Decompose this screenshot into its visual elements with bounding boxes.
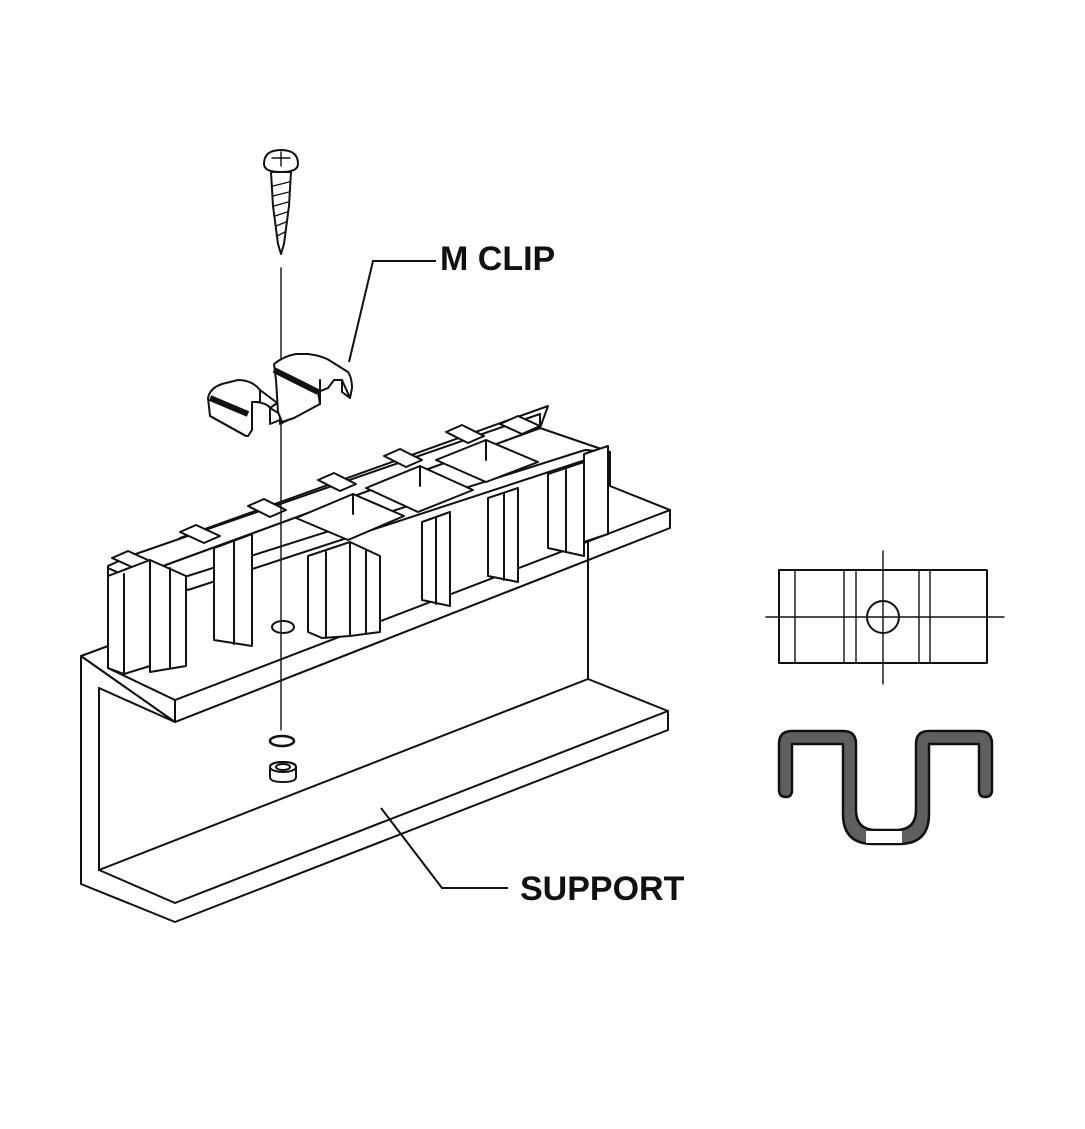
grating-posts: [107, 445, 609, 675]
nut: [269, 761, 297, 783]
screw: [263, 149, 299, 255]
m-clip-label: M CLIP: [440, 240, 555, 278]
clip-top-view: [765, 550, 1005, 685]
support-label: SUPPORT: [520, 870, 685, 908]
grating: [107, 405, 671, 701]
m-clip-part: [207, 353, 353, 437]
support-callout: SUPPORT: [380, 807, 685, 908]
washer: [268, 734, 296, 748]
m-clip-callout: M CLIP: [348, 240, 555, 363]
clip-profile-view: [777, 729, 994, 846]
